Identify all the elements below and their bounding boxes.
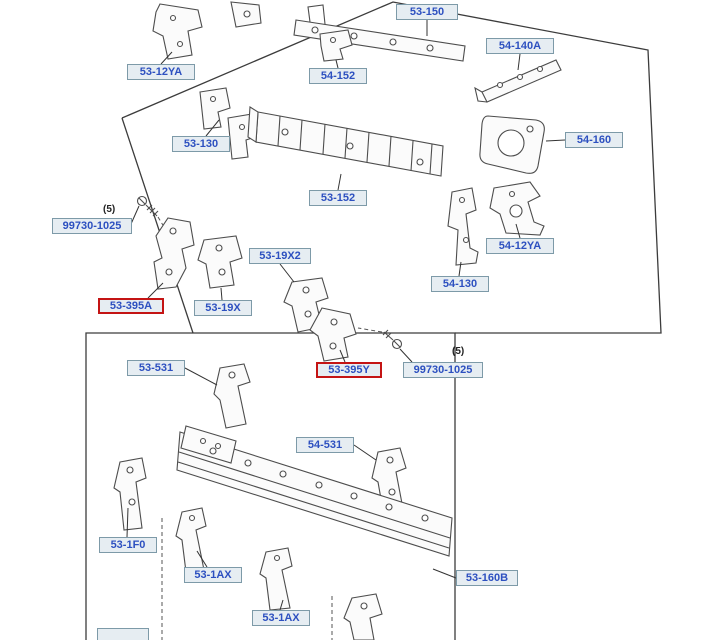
part-label-53-19x2[interactable]: 53-19X2 <box>249 248 311 264</box>
part-label-53-130[interactable]: 53-130 <box>172 136 230 152</box>
part-label-53-1ax[interactable]: 53-1AX <box>184 567 242 583</box>
part-53-152-sketch <box>247 106 444 177</box>
leader-lines <box>126 20 566 611</box>
quantity-note: (5) <box>103 204 116 215</box>
part-label-53-150[interactable]: 53-150 <box>396 4 458 20</box>
part-label-53-531[interactable]: 53-531 <box>127 360 185 376</box>
part-53-1ax-lower-sketch <box>259 547 293 611</box>
part-top-small-sketch <box>230 1 262 28</box>
part-53-19x-sketch <box>197 235 243 289</box>
part-label-53-395y[interactable]: 53-395Y <box>316 362 382 378</box>
part-label-54-160[interactable]: 54-160 <box>565 132 623 148</box>
part-54-152-sketch <box>319 29 353 62</box>
part-54-160-sketch <box>479 115 545 174</box>
quantity-note: (5) <box>452 346 465 357</box>
part-53-150-sketch <box>293 4 466 62</box>
lower-section-frame <box>85 332 456 640</box>
part-label-partial[interactable] <box>97 628 149 640</box>
part-53-531-sketch <box>213 363 251 429</box>
part-53-395y-sketch <box>309 307 357 362</box>
part-54-130-sketch <box>447 187 479 266</box>
upper-section-frame <box>121 1 662 334</box>
part-label-54-152[interactable]: 54-152 <box>309 68 367 84</box>
part-label-53-152[interactable]: 53-152 <box>309 190 367 206</box>
part-label-53-19x[interactable]: 53-19X <box>194 300 252 316</box>
part-label-54-140a[interactable]: 54-140A <box>486 38 554 54</box>
part-label-53-1f0[interactable]: 53-1F0 <box>99 537 157 553</box>
part-bottom-small-sketch <box>343 593 383 640</box>
part-label-53-1ax[interactable]: 53-1AX <box>252 610 310 626</box>
part-54-12ya-sketch <box>489 181 545 236</box>
part-53-1f0-sketch <box>113 457 147 531</box>
part-label-54-130[interactable]: 54-130 <box>431 276 489 292</box>
part-label-53-12ya[interactable]: 53-12YA <box>127 64 195 80</box>
part-label-53-395a[interactable]: 53-395A <box>98 298 164 314</box>
part-54-140a-sketch <box>474 59 562 103</box>
part-label-53-160b[interactable]: 53-160B <box>456 570 518 586</box>
part-53-160b-crossmember-sketch <box>176 425 453 557</box>
part-label-54-531[interactable]: 54-531 <box>296 437 354 453</box>
part-53-395a-sketch <box>153 217 195 290</box>
part-label-54-12ya[interactable]: 54-12YA <box>486 238 554 254</box>
part-label-99730-1025[interactable]: 99730-1025 <box>52 218 132 234</box>
part-label-99730-1025[interactable]: 99730-1025 <box>403 362 483 378</box>
screw-99730-1025-right-icon <box>382 329 403 350</box>
screw-99730-1025-left-icon <box>136 195 159 217</box>
part-53-12ya-sketch <box>152 3 203 60</box>
